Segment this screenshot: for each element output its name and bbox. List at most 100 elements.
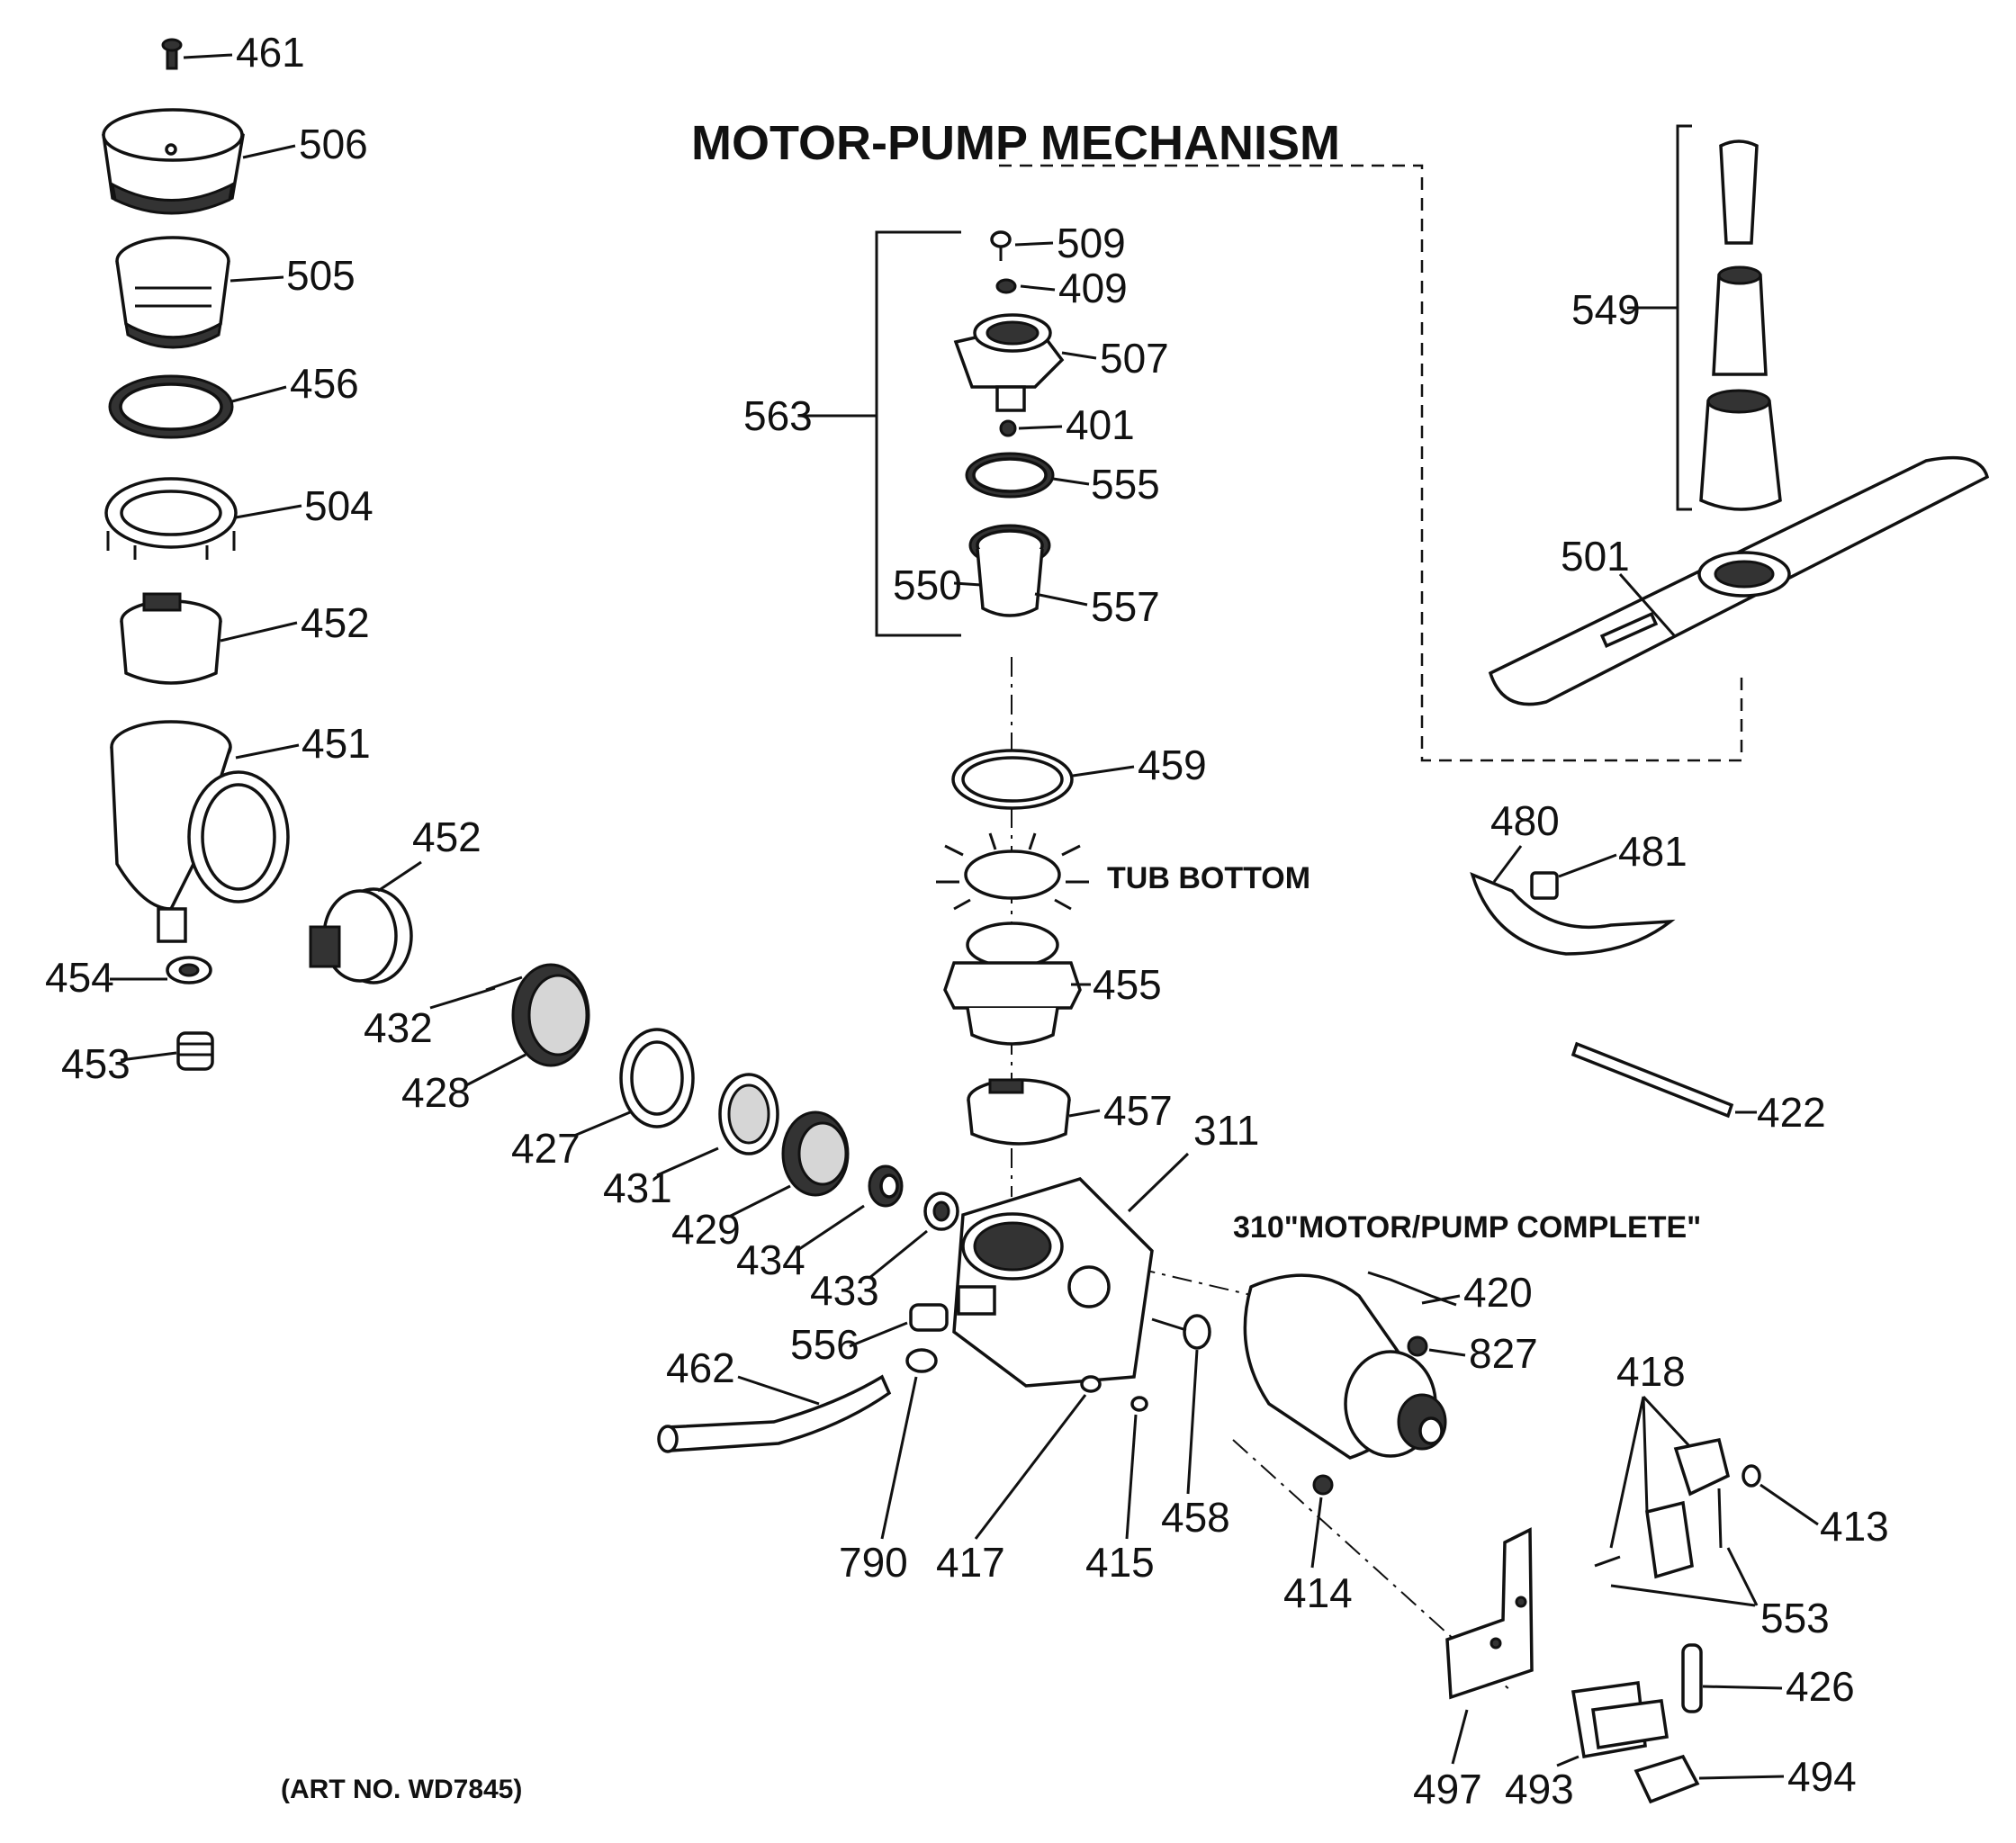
bracket-497 [1445, 1527, 1534, 1700]
label-494: 494 [1787, 1753, 1857, 1800]
seal-434 [868, 1164, 904, 1208]
upper-assembly-boundary [999, 164, 1743, 762]
label-452-lower: 452 [412, 814, 482, 860]
label-429: 429 [671, 1206, 741, 1253]
ring-454 [166, 956, 212, 984]
solenoid-493 [1570, 1681, 1669, 1759]
bracket-549 [1676, 124, 1692, 511]
wire-420 [1367, 1271, 1457, 1307]
label-454: 454 [45, 954, 114, 1001]
label-505: 505 [286, 252, 356, 299]
impeller-429 [781, 1110, 850, 1197]
diagram-title: MOTOR-PUMP MECHANISM [691, 116, 1340, 170]
label-481: 481 [1618, 828, 1688, 875]
fitting-556 [909, 1303, 949, 1332]
label-426: 426 [1786, 1663, 1855, 1710]
spring-432 [485, 975, 523, 992]
clip-481 [1530, 871, 1559, 900]
hub-455 [943, 922, 1082, 1046]
label-427: 427 [511, 1125, 580, 1172]
lever-418 [1645, 1437, 1731, 1579]
label-415: 415 [1085, 1539, 1155, 1586]
seal-458 [1151, 1314, 1211, 1350]
screw-827 [1407, 1335, 1428, 1357]
tube-550 [968, 524, 1051, 617]
gasket-456 [108, 374, 234, 439]
screw-461 [161, 38, 183, 70]
label-451: 451 [302, 720, 371, 767]
label-790: 790 [839, 1539, 908, 1586]
label-434: 434 [736, 1236, 806, 1283]
cap-494 [1634, 1754, 1700, 1804]
label-453: 453 [61, 1040, 130, 1087]
bearing-433 [923, 1191, 959, 1231]
label-456: 456 [290, 360, 359, 407]
label-417: 417 [936, 1539, 1005, 1586]
label-507: 507 [1100, 335, 1169, 382]
label-311: 311 [1193, 1107, 1259, 1154]
clip-413 [1742, 1464, 1761, 1488]
label-549: 549 [1571, 286, 1641, 333]
leaders-418 [1609, 1395, 1694, 1549]
pump-housing-311 [952, 1177, 1154, 1388]
label-455: 455 [1093, 961, 1162, 1008]
spray-arm-501 [1488, 455, 1990, 706]
strainer-505 [115, 236, 230, 349]
label-493: 493 [1505, 1766, 1574, 1812]
screw-414 [1312, 1474, 1334, 1496]
label-457: 457 [1103, 1087, 1173, 1134]
ball-401 [999, 419, 1017, 437]
washer-417 [1080, 1375, 1102, 1393]
label-413: 413 [1820, 1503, 1889, 1550]
label-459: 459 [1138, 742, 1207, 788]
tub-bottom-hole [936, 832, 1089, 911]
label-428: 428 [401, 1069, 471, 1116]
plug-453 [176, 1031, 214, 1071]
label-504: 504 [304, 482, 374, 529]
label-506: 506 [299, 121, 368, 167]
gasket-459 [951, 749, 1074, 810]
label-501: 501 [1561, 533, 1630, 580]
clamp-452-lower [309, 887, 413, 984]
art-number: (ART NO. WD7845) [281, 1775, 522, 1804]
screw-509 [990, 230, 1012, 261]
label-827: 827 [1469, 1330, 1538, 1377]
label-497: 497 [1413, 1766, 1482, 1812]
seal-431 [718, 1073, 779, 1155]
pump-centerline [1011, 657, 1513, 1693]
label-420: 420 [1463, 1269, 1533, 1316]
label-418: 418 [1616, 1348, 1686, 1395]
label-557: 557 [1091, 583, 1160, 630]
impeller-428 [511, 963, 590, 1067]
label-422: 422 [1757, 1089, 1826, 1136]
clamp-452-upper [120, 592, 222, 685]
tower-549 [1699, 139, 1782, 511]
hose-462 [657, 1374, 892, 1453]
label-431: 431 [603, 1164, 672, 1211]
sump-451 [110, 720, 290, 943]
washer-409 [995, 278, 1017, 294]
label-556: 556 [790, 1321, 860, 1368]
tub-bottom-label: TUB BOTTOM [1107, 861, 1310, 895]
clamp-457 [967, 1078, 1071, 1146]
label-555: 555 [1091, 461, 1160, 508]
gasket-555 [965, 452, 1055, 499]
label-480: 480 [1490, 797, 1560, 844]
plate-427 [619, 1028, 695, 1128]
spring-553 [1594, 1488, 1723, 1568]
label-509: 509 [1057, 220, 1126, 266]
deflector-480 [1470, 871, 1676, 956]
pin-426 [1681, 1643, 1703, 1713]
bracket-563 [875, 230, 961, 637]
label-553: 553 [1760, 1595, 1830, 1641]
label-550: 550 [893, 562, 962, 608]
motor-pump-complete-label: 310"MOTOR/PUMP COMPLETE" [1233, 1210, 1701, 1245]
label-433: 433 [810, 1267, 879, 1314]
label-432: 432 [364, 1004, 433, 1051]
label-401: 401 [1066, 401, 1135, 448]
label-409: 409 [1058, 265, 1128, 311]
motor [1243, 1273, 1447, 1460]
cover-506 [102, 108, 245, 215]
nut-415 [1130, 1396, 1148, 1412]
